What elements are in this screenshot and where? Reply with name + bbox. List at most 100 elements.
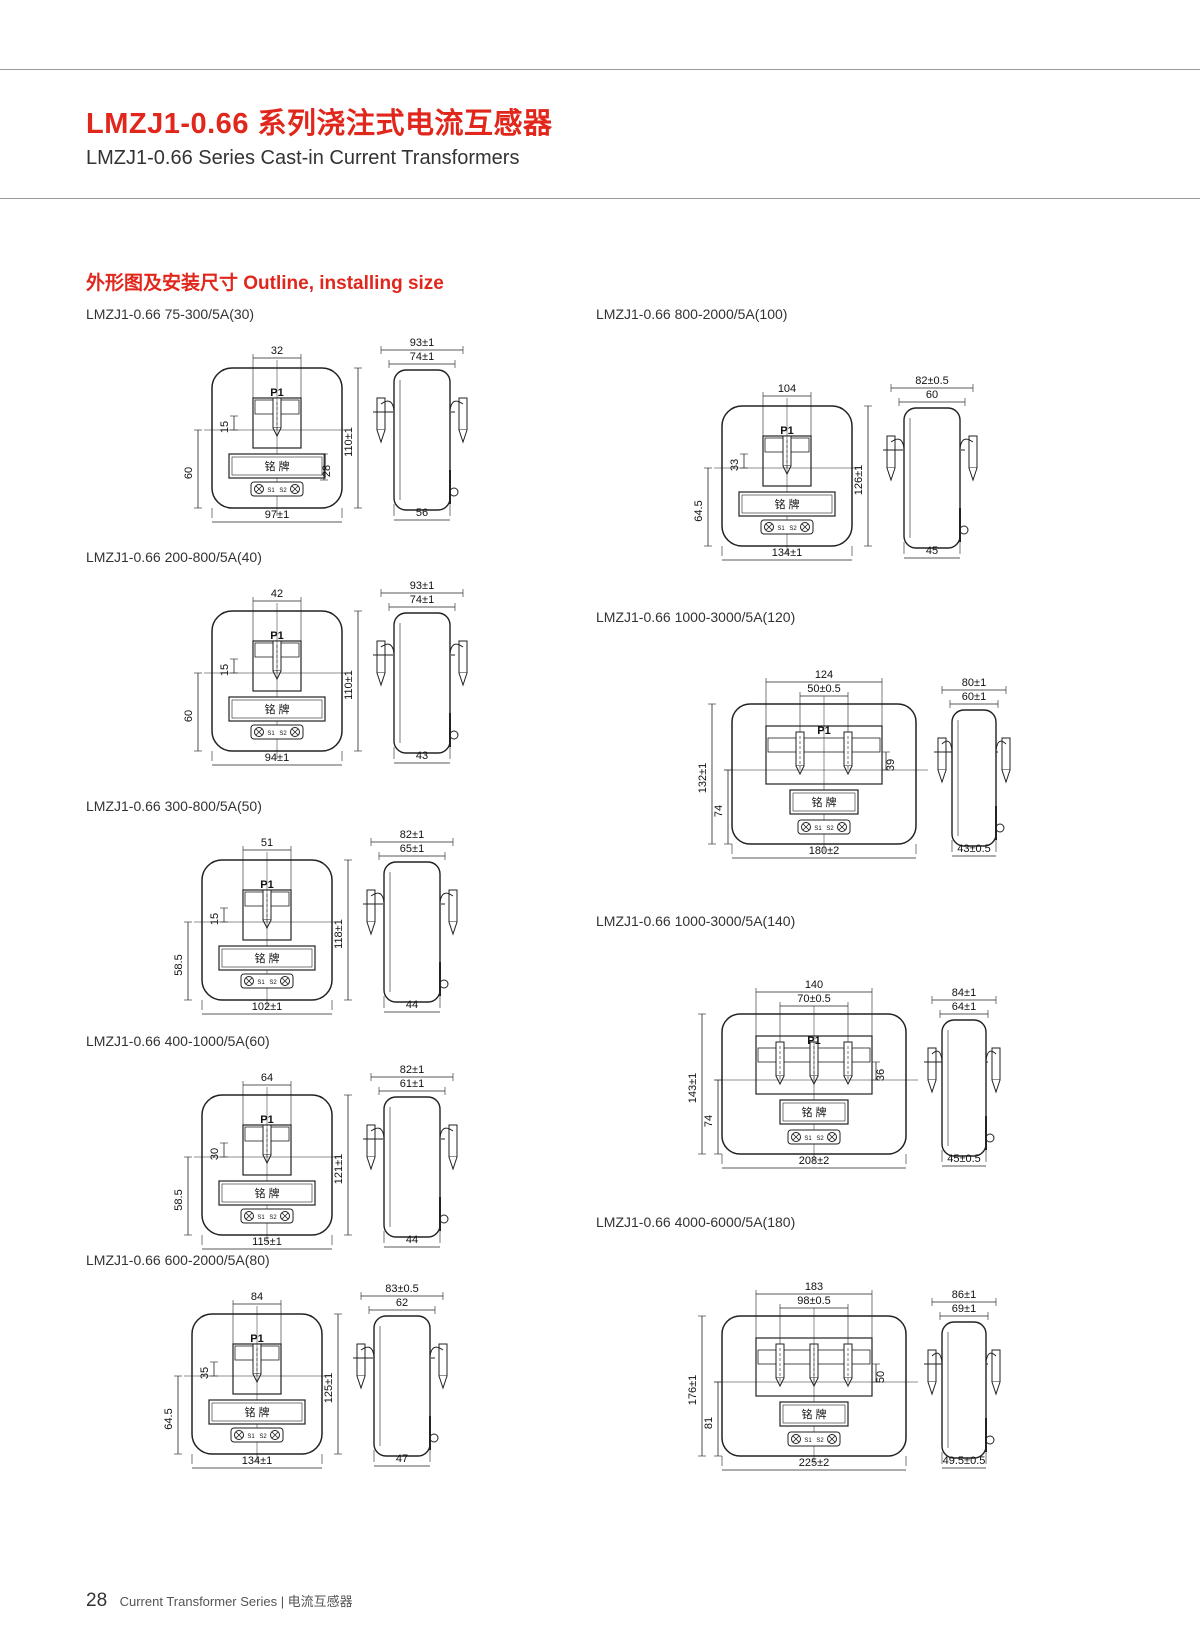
model-label-5: LMZJ1-0.66 600-2000/5A(80): [86, 1252, 270, 1268]
dimension-label: 74: [713, 805, 725, 817]
nameplate-label: 铭 牌: [264, 459, 289, 473]
dimension-label: 124: [815, 669, 833, 681]
s1-label: S1: [777, 526, 785, 532]
model-label-8: LMZJ1-0.66 1000-3000/5A(140): [596, 913, 796, 929]
dimension-label: 80±1: [962, 677, 986, 689]
terminal-knob-icon: [449, 487, 459, 497]
dimension-label: 60: [926, 389, 938, 401]
dimension-label: 94±1: [265, 752, 289, 764]
dimension-label: 64±1: [952, 1001, 976, 1013]
model-label-9: LMZJ1-0.66 4000-6000/5A(180): [596, 1214, 796, 1230]
nameplate-inner: [231, 699, 323, 719]
dimension-label: 64.5: [693, 500, 705, 521]
terminal-knob-icon: [429, 1433, 439, 1443]
dimension-label: 33: [729, 459, 741, 471]
terminal-block: [240, 973, 294, 989]
nameplate-inner: [231, 456, 323, 476]
dimension-label: 61±1: [400, 1078, 424, 1090]
s2-label: S2: [279, 488, 287, 494]
screw-slot: [828, 1133, 836, 1141]
s1-label: S1: [267, 731, 275, 737]
s2-label: S2: [259, 1434, 267, 1440]
nameplate-inner: [221, 948, 313, 968]
terminal-knob-icon: [439, 979, 449, 989]
dimension-label: 93±1: [410, 337, 434, 349]
dimension-label: 82±1: [400, 1064, 424, 1076]
s1-label: S1: [267, 488, 275, 494]
terminal-block: [250, 481, 304, 497]
mounting-ear: [937, 737, 947, 771]
dimension-label: 15: [219, 421, 231, 433]
nameplate-inner: [792, 792, 856, 812]
nameplate: [218, 945, 316, 971]
ear-tip: [376, 672, 386, 687]
s2-label: S2: [826, 826, 834, 832]
s1-label: S1: [804, 1438, 812, 1444]
screw-slot: [801, 523, 809, 531]
terminal-knob-icon: [995, 823, 1005, 833]
screw-slot: [281, 1212, 289, 1220]
dimension-label: 60: [183, 467, 195, 479]
dimension-label: 58.5: [173, 954, 185, 975]
nameplate-inner: [741, 494, 833, 514]
s2-label: S2: [279, 731, 287, 737]
footer-text: Current Transformer Series | 电流互感器: [119, 1594, 353, 1609]
dimension-label: 36: [875, 1069, 887, 1081]
dimension-label: 64: [261, 1072, 273, 1084]
dimension-label: 93±1: [410, 580, 434, 592]
s2-label: S2: [789, 526, 797, 532]
dimension-label: 143±1: [687, 1073, 699, 1104]
model-label-1: LMZJ1-0.66 75-300/5A(30): [86, 306, 255, 322]
ear-tip: [991, 1079, 1001, 1094]
dimension-label: 56: [416, 507, 428, 519]
ear-tip: [376, 429, 386, 444]
nameplate: [208, 1399, 306, 1425]
ear-tip: [448, 921, 458, 936]
mounting-ear: [991, 1047, 1001, 1081]
ear-tip: [366, 1156, 376, 1171]
dimension-label: 30: [209, 1148, 221, 1160]
side-body: [951, 709, 997, 847]
nameplate-inner: [782, 1102, 846, 1122]
terminal-knob-icon: [985, 1133, 995, 1143]
dimension-label: 47: [396, 1453, 408, 1465]
screw-slot: [792, 1435, 800, 1443]
ear-tip: [886, 467, 896, 482]
side-body: [903, 407, 961, 549]
ear-tip: [937, 769, 947, 784]
nameplate: [789, 789, 859, 815]
dimension-label: 81: [703, 1417, 715, 1429]
dimension-label: 39: [885, 759, 897, 771]
dimension-label: 183: [805, 1281, 823, 1293]
nameplate: [779, 1099, 849, 1125]
dimension-label: 115±1: [252, 1236, 282, 1248]
s1-label: S1: [814, 826, 822, 832]
dimension-label: 125±1: [323, 1373, 335, 1404]
screw-slot: [792, 1133, 800, 1141]
terminal-knob-icon: [439, 1214, 449, 1224]
dimension-label: 110±1: [343, 670, 355, 700]
ear-tip: [438, 1375, 448, 1390]
dimension-label: 84±1: [952, 987, 976, 999]
dimension-label: 180±2: [809, 845, 840, 857]
dimension-label: 74±1: [410, 351, 434, 363]
header-rule: [0, 198, 1200, 199]
nameplate-label: 铭 牌: [264, 702, 289, 716]
dimension-label: 82±1: [400, 829, 424, 841]
screw-slot: [291, 485, 299, 493]
ear-tip: [927, 1079, 937, 1094]
screw-slot: [271, 1431, 279, 1439]
mounting-ear: [991, 1349, 1001, 1383]
page-title-cn: LMZJ1-0.66 系列浇注式电流互感器: [86, 108, 553, 140]
side-body: [383, 1096, 441, 1238]
dimension-label: 74±1: [410, 594, 434, 606]
nameplate-inner: [782, 1404, 846, 1424]
dimension-label: 83±0.5: [385, 1283, 419, 1295]
